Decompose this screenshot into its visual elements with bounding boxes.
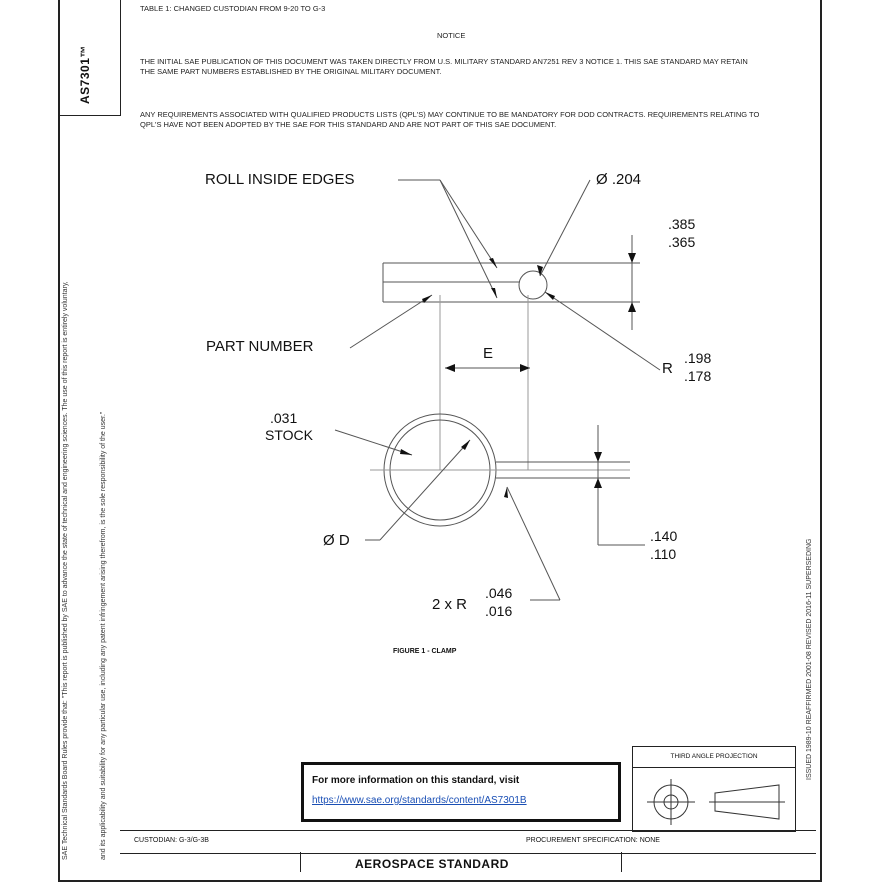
document-number-box	[60, 0, 121, 116]
standard-link[interactable]: https://www.sae.org/standards/content/AS…	[312, 795, 527, 806]
procurement-specification: PROCUREMENT SPECIFICATION: NONE	[526, 837, 660, 844]
notice-paragraph-1: THE INITIAL SAE PUBLICATION OF THIS DOCU…	[140, 57, 748, 76]
radius-016: .016	[485, 603, 513, 619]
more-info-box: For more information on this standard, v…	[301, 762, 621, 822]
roll-inside-edges-label: ROLL INSIDE EDGES	[205, 171, 355, 188]
radius-046: .046	[485, 585, 513, 601]
title-block: AEROSPACE STANDARD	[300, 852, 622, 872]
footer-bar: CUSTODIAN: G-3/G-3B PROCUREMENT SPECIFIC…	[120, 830, 816, 854]
radius-198: .198	[684, 350, 712, 366]
table-note: TABLE 1: CHANGED CUSTODIAN FROM 9-20 TO …	[140, 4, 326, 13]
third-angle-projection-icon	[647, 779, 785, 825]
stock-label: STOCK	[265, 427, 313, 443]
document-type-title: AEROSPACE STANDARD	[355, 857, 509, 871]
projection-box: THIRD ANGLE PROJECTION	[632, 746, 796, 832]
dim-385: .385	[668, 216, 696, 232]
more-info-text: For more information on this standard, v…	[312, 775, 520, 786]
part-number-label: PART NUMBER	[206, 338, 314, 355]
notice-title: NOTICE	[437, 31, 466, 40]
diameter-204-label: Ø .204	[596, 171, 642, 188]
dim-140: .140	[650, 528, 678, 544]
diameter-d-label: Ø D	[323, 532, 350, 549]
stock-031: .031	[270, 410, 298, 426]
two-x-radius-label: 2 x R	[432, 596, 468, 613]
e-dimension-label: E	[483, 345, 494, 362]
projection-label: THIRD ANGLE PROJECTION	[633, 747, 795, 768]
figure-caption: FIGURE 1 - CLAMP	[393, 648, 457, 655]
custodian: CUSTODIAN: G-3/G-3B	[134, 837, 209, 844]
notice-paragraph-2: ANY REQUIREMENTS ASSOCIATED WITH QUALIFI…	[140, 110, 760, 129]
dim-110: .110	[650, 546, 677, 562]
radius-label: R	[662, 360, 673, 377]
radius-178: .178	[684, 368, 712, 384]
dim-365: .365	[668, 234, 696, 250]
